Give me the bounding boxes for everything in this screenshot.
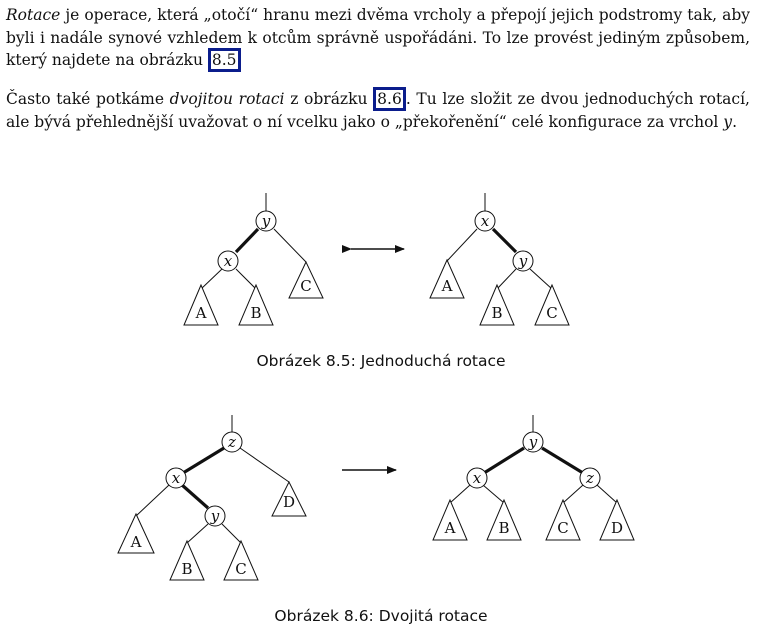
node-circle <box>221 431 243 453</box>
subtree-label: D <box>283 493 295 511</box>
node-circle <box>204 505 226 527</box>
paragraph-text: z obrázku <box>284 90 374 108</box>
subtree-triangle <box>183 283 219 326</box>
fig86-right-tree <box>432 415 635 541</box>
subtree-label: C <box>546 304 557 322</box>
figure-ref-8-5[interactable]: 8.5 <box>207 48 241 72</box>
node-circle <box>165 467 187 489</box>
subtree-label: B <box>181 560 192 578</box>
subtree-triangle <box>429 258 465 299</box>
figure-caption-8-5: Obrázek 8.5: Jednoduchá rotace <box>256 352 506 370</box>
subtree-triangle <box>223 539 259 581</box>
node-label: x <box>481 212 490 230</box>
subtree-triangle <box>432 498 468 541</box>
node-circle <box>522 431 544 453</box>
subtree-label: C <box>235 560 246 578</box>
edge <box>186 523 209 544</box>
subtree-label: B <box>498 519 509 537</box>
node-label: z <box>585 469 594 487</box>
node-circle <box>466 467 488 489</box>
subtree-triangle <box>169 539 205 581</box>
edge-bold <box>541 446 584 475</box>
subtree-label: B <box>250 304 261 322</box>
subtree-triangle <box>486 498 522 541</box>
term-rotace: Rotace <box>6 6 61 24</box>
subtree-label: A <box>195 304 207 322</box>
edge <box>446 228 478 262</box>
subtree-label: C <box>300 277 311 295</box>
subtree-label: A <box>130 533 142 551</box>
subtree-triangle <box>534 283 570 326</box>
node-label: y <box>261 212 271 230</box>
edge <box>482 484 505 504</box>
edge <box>239 447 290 483</box>
node-label: z <box>227 433 236 451</box>
edge <box>135 484 170 517</box>
edge <box>200 268 223 290</box>
paragraph-text: je operace, která „otočí“ hranu mezi dvě… <box>6 6 750 69</box>
paragraph-text: . Tu lze složit ze dvou jednoduchých rot… <box>6 90 750 131</box>
figure-caption-8-6: Obrázek 8.6: Dvojitá rotace <box>274 607 488 625</box>
paragraph-text: . <box>732 112 737 131</box>
subtree-triangle <box>238 283 274 326</box>
term-double-rotation: dvojitou rotaci <box>169 90 285 108</box>
node-circle <box>255 210 277 232</box>
edge <box>273 228 307 263</box>
node-circle <box>474 210 496 232</box>
paragraph-text: Často také potkáme <box>6 90 170 108</box>
node-circle <box>512 250 534 272</box>
paragraph-double-rotation: Často také potkáme dvojitou rotaci z obr… <box>6 87 750 133</box>
subtree-triangle <box>288 260 324 299</box>
edge-bold <box>180 483 210 510</box>
node-label: y <box>210 507 220 525</box>
subtree-triangle <box>271 480 307 517</box>
edge <box>221 523 242 544</box>
subtree-label: A <box>441 277 453 295</box>
edge-bold <box>483 446 525 475</box>
edge <box>529 268 553 290</box>
edge <box>449 484 471 504</box>
subtree-label: C <box>557 519 568 537</box>
subtree-label: A <box>444 519 456 537</box>
edge-bold <box>491 227 518 254</box>
subtree-label: D <box>611 519 623 537</box>
fig85-right-tree <box>429 193 570 326</box>
var-y: y <box>723 112 733 131</box>
node-circle <box>579 467 601 489</box>
subtree-label: B <box>491 304 502 322</box>
edge-bold <box>182 446 225 475</box>
edge <box>496 268 517 290</box>
paragraph-rotation: Rotace je operace, která „otočí“ hranu m… <box>6 4 750 72</box>
node-label: y <box>518 252 528 270</box>
subtree-triangle <box>117 512 155 554</box>
node-label: x <box>172 469 181 487</box>
edge <box>562 484 584 504</box>
subtree-triangle <box>599 498 635 541</box>
node-label: y <box>528 433 538 451</box>
figure-ref-8-6[interactable]: 8.6 <box>373 87 406 111</box>
node-circle <box>217 250 239 272</box>
node-label: x <box>224 252 233 270</box>
fig86-left-tree <box>117 415 307 581</box>
edge <box>596 484 618 504</box>
edge-bold <box>234 227 260 254</box>
edge <box>235 268 257 290</box>
subtree-triangle <box>479 283 515 326</box>
node-label: x <box>473 469 482 487</box>
subtree-triangle <box>545 498 581 541</box>
fig85-left-tree <box>183 193 324 326</box>
